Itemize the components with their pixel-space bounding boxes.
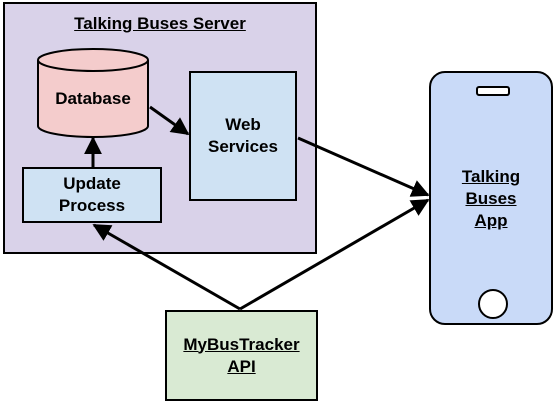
database-cylinder-icon [37,48,149,138]
database-label: Database [55,89,131,108]
app-label-line2: Buses [465,189,517,208]
arrow-api-to-app [239,198,430,311]
arrow-database-to-webservices [149,105,190,136]
mybustracker-api-box: MyBusTracker API [165,310,318,401]
update-process-label-line2: Process [58,196,126,215]
server-title: Talking Buses Server [74,14,246,33]
api-label-line1: MyBusTracker [183,334,300,354]
update-process-box: Update Process [22,167,162,223]
arrow-api-to-update [92,223,241,311]
web-services-label-line1: Web [225,115,261,134]
app-label-line3: App [474,211,508,230]
talking-buses-app-label: Talking Buses App [429,166,553,232]
phone-home-button-icon [478,289,508,319]
arrow-webservices-to-app [297,136,430,197]
phone-body [429,71,553,325]
app-label-line1: Talking [461,167,521,186]
phone-speaker-icon [476,86,510,96]
web-services-box: Web Services [189,71,297,201]
update-process-label-line1: Update [63,174,121,193]
api-label-line2: API [227,356,256,376]
web-services-label-line2: Services [208,137,278,156]
